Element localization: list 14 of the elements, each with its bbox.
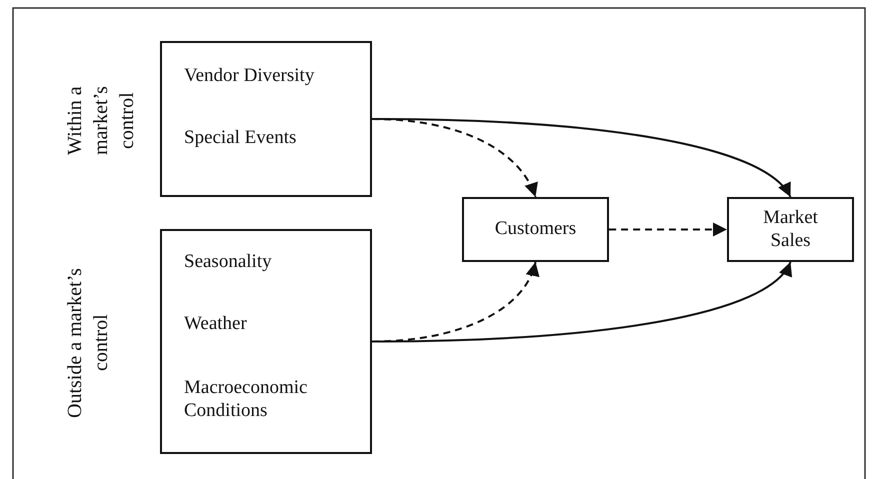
factor-label: Macroeconomic Conditions [184,377,308,423]
node-label: Customers [494,218,578,241]
factor-label: Vendor Diversity [184,65,314,88]
factor-label: Special Events [184,127,296,150]
node-label: Market Sales [762,206,819,252]
process-box [727,197,854,262]
factor-label: Seasonality [184,251,272,274]
factor-label: Weather [184,313,247,336]
process-box [462,197,609,262]
arrow [609,222,727,236]
group-heading: Outside a market’s control [63,267,113,420]
group-heading: Within a market’s control [63,86,139,158]
arrow [372,118,537,198]
arrow [372,261,792,342]
